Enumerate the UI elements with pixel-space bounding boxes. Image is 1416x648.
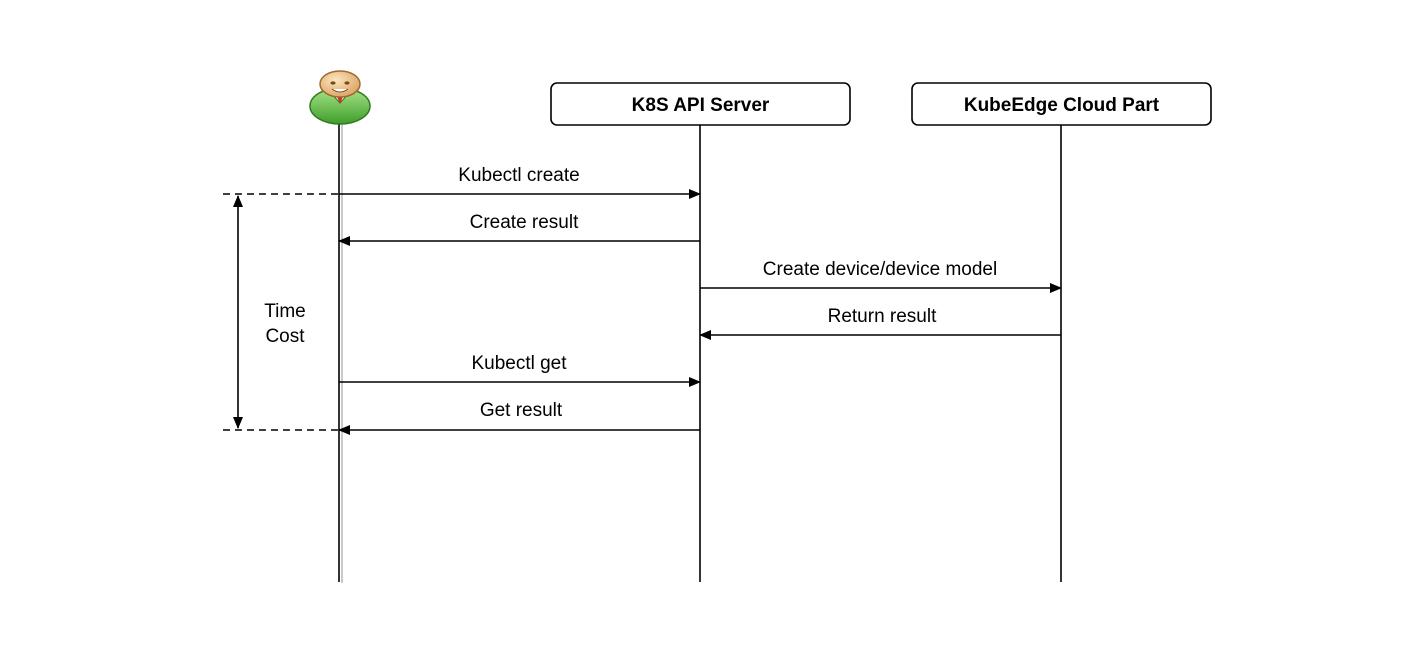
time-cost-label: Cost [265, 326, 305, 347]
lifelines [338, 122, 1062, 583]
participant-label: KubeEdge Cloud Part [964, 95, 1160, 116]
message-label: Kubectl get [471, 353, 567, 374]
message-get-result: Get result [338, 400, 700, 435]
message-kubectl-get: Kubectl get [339, 353, 701, 387]
participant-cloud-part: KubeEdge Cloud Part [911, 82, 1212, 126]
message-label: Kubectl create [458, 165, 579, 186]
message-label: Return result [828, 306, 937, 327]
participant-api-server: K8S API Server [550, 82, 851, 126]
time-cost-label: Time [264, 301, 306, 322]
message-return-result: Return result [699, 306, 1061, 340]
participant-label: K8S API Server [632, 95, 770, 116]
time-cost-indicator: Time Cost [223, 193, 339, 431]
message-label: Get result [480, 400, 563, 421]
user-avatar-icon [309, 70, 371, 125]
message-create-device: Create device/device model [700, 259, 1062, 293]
message-label: Create result [470, 212, 579, 233]
message-kubectl-create: Kubectl create [339, 165, 701, 199]
message-label: Create device/device model [763, 259, 997, 280]
message-create-result: Create result [338, 212, 700, 246]
